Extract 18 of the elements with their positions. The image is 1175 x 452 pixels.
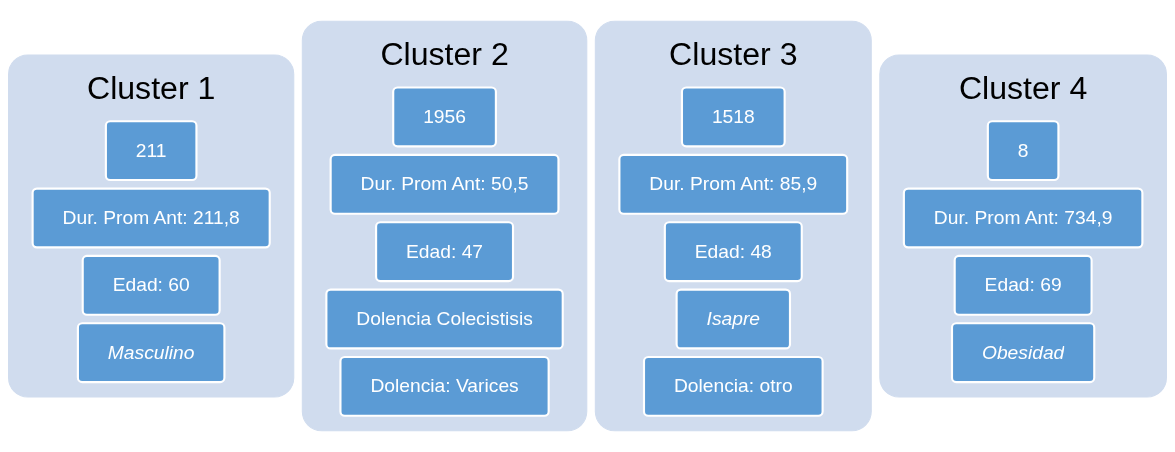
node-box: 211	[104, 120, 198, 182]
node-box: Dur. Prom Ant: 85,9	[618, 153, 849, 215]
node-box: Dur. Prom Ant: 211,8	[31, 187, 271, 249]
node-box: Dur. Prom Ant: 50,5	[329, 153, 560, 215]
node-box: Dolencia: Varices	[339, 355, 550, 417]
node-box: 8	[986, 120, 1060, 182]
node-box: Edad: 69	[953, 254, 1093, 316]
node-box: 1518	[680, 86, 786, 148]
node-box: Isapre	[675, 288, 792, 350]
node-box: Obesidad	[950, 322, 1096, 384]
node-box: Dolencia: otro	[642, 355, 824, 417]
node-box: Edad: 48	[663, 221, 803, 283]
node-box: Dur. Prom Ant: 734,9	[902, 187, 1144, 249]
node-box: 1956	[392, 86, 497, 148]
node-box: Edad: 60	[81, 254, 221, 316]
node-box: Masculino	[76, 322, 226, 384]
node-box: Edad: 47	[375, 221, 515, 283]
node-box: Dolencia Colecistisis	[325, 288, 564, 350]
